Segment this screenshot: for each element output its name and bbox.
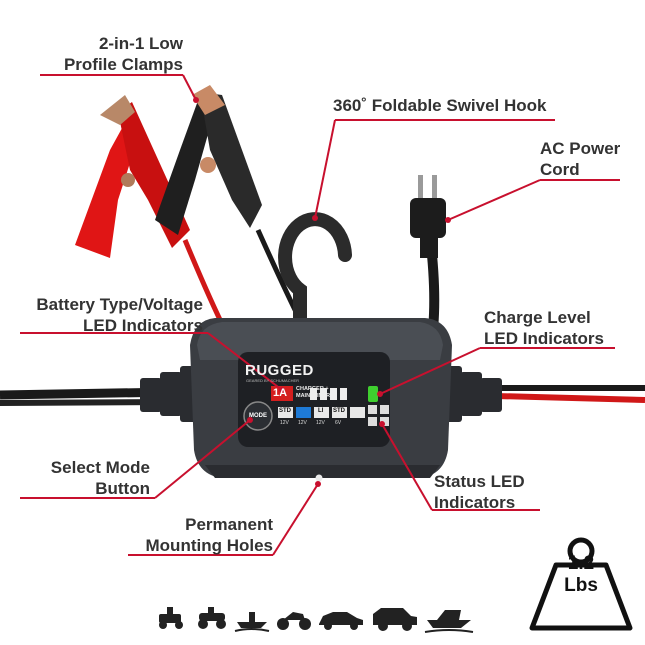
- mode-type-std6: STD: [333, 408, 345, 414]
- mode-type-li12: LI: [318, 408, 324, 414]
- callout-lines: [20, 74, 620, 556]
- led-box-std6: [332, 407, 347, 418]
- amp-rating: 1A: [273, 387, 288, 399]
- callout-select-line1: Select Mode: [50, 458, 150, 477]
- charge-level-leds: [310, 386, 378, 402]
- callout-clamps-line2: Profile Clamps: [63, 55, 183, 74]
- boat-icon: [424, 610, 474, 633]
- product-name-line2: MAINTAINER: [296, 393, 331, 399]
- led-box-li12: [314, 407, 329, 418]
- led-box-agm12: [296, 407, 311, 418]
- mode-type-std12: STD: [279, 408, 291, 414]
- weight-unit: Lbs: [564, 575, 598, 596]
- product-name-line1: CHARGER +: [296, 386, 329, 392]
- swivel-hook-icon: [278, 212, 352, 327]
- callout-select-mode: Select Mode Button: [20, 457, 150, 499]
- callout-clamps-line1: 2-in-1 Low: [98, 34, 183, 53]
- weight-value: 1.2: [567, 553, 595, 574]
- callout-battery-line1: Battery Type/Voltage: [36, 295, 203, 314]
- callout-status-line2: Indicators: [434, 493, 516, 512]
- vehicle-icons-row: [159, 607, 474, 633]
- mode-volt-std12: 12V: [280, 420, 289, 426]
- weight-icon: [529, 537, 633, 631]
- callout-charge-line1: Charge Level: [484, 308, 591, 327]
- callout-mounting-line1: Permanent: [185, 515, 273, 534]
- callout-select-line2: Button: [95, 479, 150, 498]
- product-name: CHARGER + MAINTAINER: [296, 386, 330, 400]
- callout-ac-line1: AC Power: [540, 139, 621, 158]
- callout-clamps: 2-in-1 Low Profile Clamps: [40, 33, 183, 75]
- callout-charge-line2: LED Indicators: [484, 329, 604, 348]
- mode-volt-agm12: 12V: [298, 420, 307, 426]
- callout-battery-line2: LED Indicators: [83, 316, 203, 335]
- weight-label: 1.2 Lbs: [543, 553, 619, 597]
- callout-dots: [193, 97, 451, 487]
- callout-ac-cord: AC Power Cord: [540, 138, 620, 180]
- motorcycle-icon: [277, 612, 311, 630]
- callout-status-led: Status LED Indicators: [434, 471, 525, 513]
- atv-icon: [198, 607, 226, 629]
- suv-icon: [373, 608, 417, 631]
- callout-charge-level: Charge Level LED Indicators: [484, 307, 604, 349]
- callout-battery-type: Battery Type/Voltage LED Indicators: [10, 294, 203, 336]
- amp-badge-bg: [271, 386, 293, 401]
- brand-logo: RUGGED: [245, 362, 314, 379]
- mode-button-ring: [243, 401, 273, 431]
- led-box-std12: [278, 407, 293, 418]
- mode-button[interactable]: MODE: [249, 413, 267, 419]
- callout-hook: 360˚ Foldable Swivel Hook: [333, 96, 547, 115]
- callout-mounting-line2: Mounting Holes: [145, 536, 273, 555]
- jet-ski-icon: [234, 612, 270, 632]
- black-clamp-icon: [155, 85, 262, 235]
- ac-plug-icon: [410, 175, 446, 258]
- brand-subtitle: GEARED BY SCHUMACHER: [246, 378, 300, 383]
- status-leds: [368, 405, 389, 426]
- car-icon: [319, 612, 363, 630]
- mode-volt-li12: 12V: [316, 420, 325, 426]
- repair-icon-box: [350, 407, 365, 418]
- mode-volt-std6: 6V: [335, 420, 342, 426]
- mounting-hole-icon: [315, 474, 323, 482]
- lawn-mower-icon: [159, 607, 183, 629]
- callout-status-line1: Status LED: [434, 472, 525, 491]
- callout-ac-line2: Cord: [540, 160, 580, 179]
- battery-mode-labels: STD LI STD 12V 12V 12V 6V: [278, 407, 350, 432]
- callout-mounting: Permanent Mounting Holes: [128, 514, 273, 556]
